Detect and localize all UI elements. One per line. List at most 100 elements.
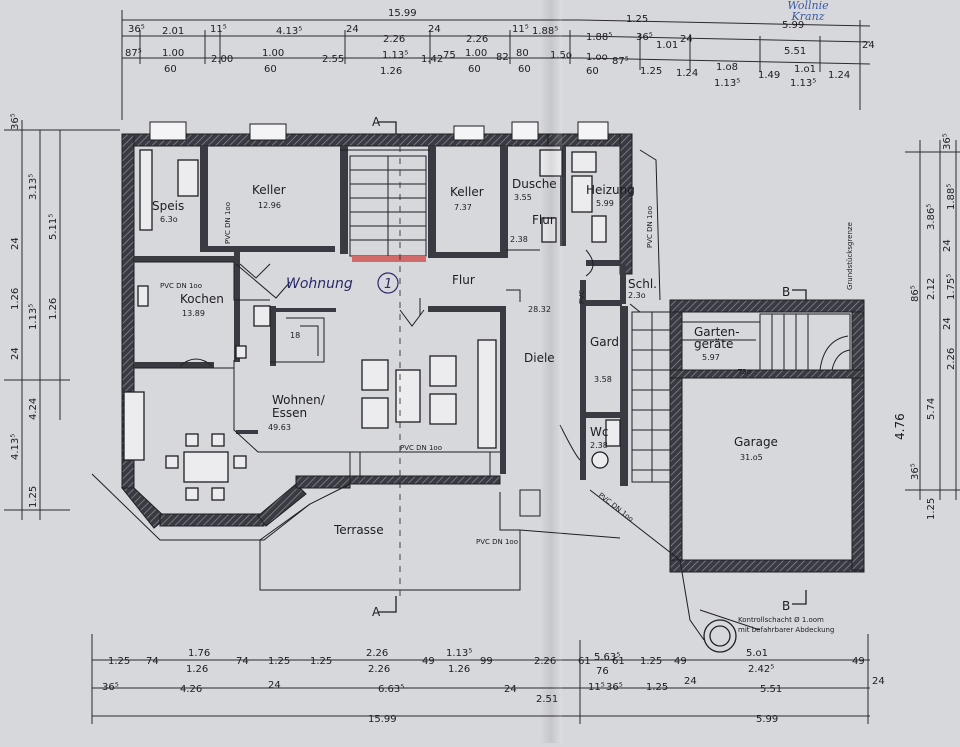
area-gartengeraete: 5.97 (702, 353, 720, 362)
dim: 1.13⁵ (28, 304, 39, 330)
dim: 36⁵ (910, 463, 921, 480)
dim: 1.00 (262, 48, 284, 59)
dim: 24 (268, 680, 281, 691)
label-wohnung-number: 1 (384, 277, 392, 292)
dim: 11⁵ (210, 24, 227, 35)
area-garage: 31.o5 (740, 453, 763, 462)
dim: 1.75⁵ (946, 274, 957, 300)
dim: 36⁵ (942, 133, 953, 150)
dim: 36⁵ (128, 24, 145, 35)
pipe-label-terrasse: PVC DN 1oo (476, 538, 518, 546)
dim: 1.25 (268, 656, 290, 667)
dim: 1.24 (676, 68, 698, 79)
area-diele: 28.32 (528, 305, 551, 314)
dim: 11⁵ (588, 682, 605, 693)
dim: 5.74 (926, 398, 937, 420)
room-keller-2: Keller (450, 185, 484, 199)
area-small-18: 18 (290, 331, 300, 340)
wohnung-number-circle (377, 272, 399, 294)
dim: 1.o8 (716, 62, 738, 73)
dim: 61 (612, 656, 625, 667)
dim: 2.42⁵ (748, 664, 774, 675)
dim: 2.12 (926, 278, 937, 300)
windows-top (149, 121, 609, 141)
room-heizung: Heizung (586, 183, 635, 197)
room-kochen: Kochen (180, 292, 224, 306)
inspection-shaft-label-2: mit befahrbarer Abdeckung (738, 626, 834, 634)
inspection-shaft-label-1: Kontrollschacht Ø 1.oom (738, 616, 824, 624)
dim-top-r2-right-end: 24 (862, 40, 875, 51)
dim: 2.26 (368, 664, 390, 675)
dim: 24 (346, 24, 359, 35)
exterior-walls (120, 133, 865, 573)
dim: 82 (496, 52, 509, 63)
room-speis: Speis (152, 199, 184, 213)
dim: 24 (872, 676, 885, 687)
room-flur: Flur (452, 273, 475, 287)
label-t3o: T3o (737, 368, 751, 376)
dim: 86⁵ (910, 285, 921, 302)
area-dusche: 3.55 (514, 193, 532, 202)
stamp-line-1: Wollnie (787, 0, 829, 12)
dim: 24 (942, 317, 953, 330)
dim: 24 (942, 239, 953, 252)
furniture (123, 149, 621, 501)
dim: 36⁵ (102, 682, 119, 693)
room-wohnen: Wohnen/ (272, 393, 326, 407)
area-wc: 2.38 (590, 441, 608, 450)
top-dimension-lines (121, 10, 871, 120)
stamp: Wollnie Kranz (768, 0, 848, 26)
dim: 24 (684, 676, 697, 687)
dim: 60 (264, 64, 277, 75)
dim: 1.13⁵ (382, 50, 408, 61)
area-keller-1: 12.96 (258, 201, 281, 210)
dim: 24 (504, 684, 517, 695)
dim: 2.01 (162, 26, 184, 37)
dim: 4.13⁵ (10, 434, 21, 460)
right-dimension-lines (905, 140, 960, 500)
left-dimension-lines (4, 120, 120, 520)
dim: 1.26 (186, 664, 208, 675)
section-a-top: A (372, 115, 381, 129)
dim: 1.76 (188, 648, 210, 659)
dim-top-total: 15.99 (388, 8, 417, 19)
dim: 1.26 (448, 664, 470, 675)
area-gard: 3.58 (594, 375, 612, 384)
dim: 74 (146, 656, 159, 667)
room-terrasse: Terrasse (333, 523, 384, 537)
dim: 1.25 (640, 66, 662, 77)
top-dim-row-3: 87⁵ 1.00 2.00 1.00 2.55 1.13⁵ 1.42 1.00 … (125, 48, 850, 89)
right-dims: 36⁵ 3.86⁵ 1.88⁵ 24 86⁵ 2.12 1.75⁵ 24 2.2… (893, 133, 957, 520)
dim-top-total-right: 5.99 (782, 20, 804, 31)
dim-bottom-total: 15.99 (368, 714, 397, 725)
area-flur-small: 2.38 (510, 235, 528, 244)
dim: 1.25 (926, 498, 937, 520)
section-markers (378, 121, 807, 613)
dim: 4.13⁵ (276, 26, 302, 37)
room-flur-small: Flur (532, 213, 555, 227)
dim: 3.86⁵ (926, 204, 937, 230)
dim: 1.88⁵ (532, 26, 558, 37)
room-garage: Garage (734, 435, 778, 449)
dim-bottom-total-right: 5.99 (756, 714, 778, 725)
dim: 36⁵ (606, 682, 623, 693)
dim: 5.11⁵ (48, 214, 59, 240)
dim: 1.01 (656, 40, 678, 51)
dim: 75 (443, 50, 456, 61)
dim: 24 (428, 24, 441, 35)
room-diele: Diele (524, 351, 555, 365)
dim: 49 (422, 656, 435, 667)
dim: 1.24 (828, 70, 850, 81)
dim: 60 (164, 64, 177, 75)
dim: 1.49 (758, 70, 780, 81)
room-essen: Essen (272, 406, 307, 420)
dim: 1.00 (162, 48, 184, 59)
dim: 74 (236, 656, 249, 667)
pipe-label-diagonal: PVC DN 1oo (597, 491, 635, 523)
dim: 24 (680, 34, 693, 45)
room-keller-1: Keller (252, 183, 286, 197)
dim: 1.88⁵ (586, 32, 612, 43)
dim: 87⁵ (125, 48, 142, 59)
